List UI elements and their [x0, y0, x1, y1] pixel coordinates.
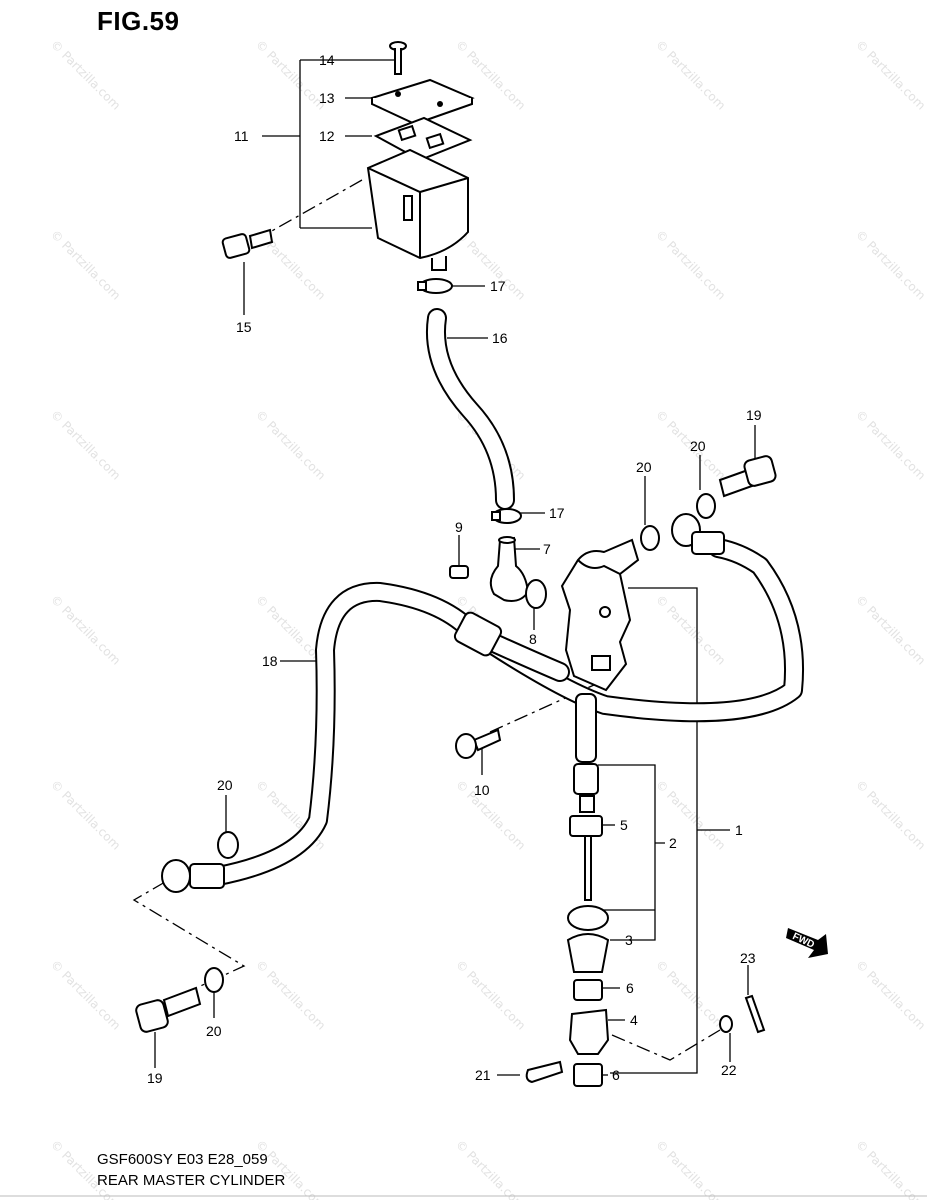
watermark-text: © Partzilla.com	[48, 1137, 123, 1200]
watermark-text: © Partzilla.com	[853, 227, 927, 302]
nut-part-6-upper	[573, 979, 603, 1001]
hose-16	[426, 308, 515, 510]
callout-8: 8	[529, 631, 537, 647]
clevis-part-4	[568, 1008, 610, 1055]
washer-part-20-upper-right	[696, 493, 716, 519]
callout-19-upper: 19	[746, 407, 762, 423]
callout-12: 12	[319, 128, 335, 144]
watermark-text: © Partzilla.com	[853, 777, 927, 852]
banjo-bolt-part-19-upper	[718, 455, 777, 498]
watermark-text: © Partzilla.com	[48, 407, 123, 482]
callout-20-left-upper: 20	[217, 777, 233, 793]
callout-3: 3	[625, 932, 633, 948]
callout-10: 10	[474, 782, 490, 798]
watermark-text: © Partzilla.com	[653, 777, 728, 852]
screw-part-9	[449, 565, 469, 579]
callout-14: 14	[319, 52, 335, 68]
banjo-fitting-upper	[671, 513, 725, 555]
screw-part-14	[389, 41, 407, 75]
watermark-text: © Partzilla.com	[253, 37, 328, 112]
leader-lines	[132, 59, 756, 1076]
hose-fitting-master	[453, 611, 503, 657]
hose-clamp-part-17-upper	[417, 278, 453, 294]
watermark-text: © Partzilla.com	[853, 1137, 927, 1200]
push-rod-set-part-2	[567, 693, 609, 931]
watermark-text: © Partzilla.com	[853, 37, 927, 112]
washer-part-20-left-lower	[204, 967, 224, 993]
watermark-text: © Partzilla.com	[453, 777, 528, 852]
hose-connector-part-7	[489, 536, 530, 602]
callout-5: 5	[620, 817, 628, 833]
reservoir-cap-part-13	[369, 78, 475, 126]
watermark-text: © Partzilla.com	[48, 592, 123, 667]
cotter-pin-part-23	[744, 994, 766, 1034]
nut-part-5	[569, 815, 603, 837]
nut-part-6-lower	[573, 1063, 603, 1087]
watermark-text: © Partzilla.com	[853, 407, 927, 482]
callout-2: 2	[669, 835, 677, 851]
callout-7: 7	[543, 541, 551, 557]
watermark-text: © Partzilla.com	[653, 1137, 728, 1200]
watermark-text: © Partzilla.com	[48, 777, 123, 852]
callout-20-upper-right: 20	[690, 438, 706, 454]
watermark-text: © Partzilla.com	[653, 592, 728, 667]
callout-20-left-lower: 20	[206, 1023, 222, 1039]
callout-9: 9	[455, 519, 463, 535]
callout-18: 18	[262, 653, 278, 669]
svg-text:FWD: FWD	[791, 931, 816, 951]
model-code: GSF600SY E03 E28_059	[97, 1151, 268, 1168]
callout-13: 13	[319, 90, 335, 106]
callout-23: 23	[740, 950, 756, 966]
o-ring-part-8	[525, 579, 547, 609]
callout-22: 22	[721, 1062, 737, 1078]
boot-part-3	[566, 933, 610, 973]
watermark-text: © Partzilla.com	[253, 1137, 328, 1200]
callout-17-upper: 17	[490, 278, 506, 294]
callout-19-lower: 19	[147, 1070, 163, 1086]
diaphragm-plate-part-12	[373, 116, 473, 162]
callout-21: 21	[475, 1067, 491, 1083]
banjo-fitting-lower	[161, 859, 225, 893]
callout-labels: 14 13 12 11 17 15 16 19 20 20 17 9 7 8 1…	[147, 52, 762, 1086]
watermark-text: © Partzilla.com	[48, 37, 123, 112]
callout-15: 15	[236, 319, 252, 335]
banjo-bolt-part-19-lower	[135, 986, 202, 1033]
reservoir-part-11	[366, 148, 469, 271]
callout-4: 4	[630, 1012, 638, 1028]
hose-clamp-part-17-lower	[491, 508, 522, 524]
callout-11: 11	[234, 128, 249, 144]
callout-20-middle: 20	[636, 459, 652, 475]
washer-part-20-left-upper	[217, 831, 239, 859]
fwd-direction-badge: FWD	[786, 928, 828, 958]
section-name: REAR MASTER CYLINDER	[97, 1172, 286, 1189]
watermark-text: © Partzilla.com	[253, 957, 328, 1032]
watermark-text: © Partzilla.com	[653, 957, 728, 1032]
watermark-text: © Partzilla.com	[48, 957, 123, 1032]
watermark-text: © Partzilla.com	[253, 407, 328, 482]
callout-6-lower: 6	[612, 1067, 620, 1083]
master-cylinder-body	[560, 538, 640, 692]
figure-title: FIG.59	[97, 6, 180, 36]
callout-6-upper: 6	[626, 980, 634, 996]
watermark-text: © Partzilla.com	[653, 37, 728, 112]
watermark-text: © Partzilla.com	[853, 957, 927, 1032]
watermark-text: © Partzilla.com	[853, 592, 927, 667]
callout-1: 1	[735, 822, 743, 838]
callout-17-lower: 17	[549, 505, 565, 521]
bolt-part-15	[221, 228, 274, 259]
watermark-text: © Partzilla.com	[453, 957, 528, 1032]
washer-part-20-middle	[640, 525, 660, 551]
pin-part-21	[525, 1060, 564, 1084]
watermark-text: © Partzilla.com	[653, 227, 728, 302]
watermark-text: © Partzilla.com	[48, 227, 123, 302]
washer-part-22	[719, 1015, 733, 1033]
callout-16: 16	[492, 330, 508, 346]
bolt-part-10	[455, 728, 502, 759]
watermark-text: © Partzilla.com	[453, 1137, 528, 1200]
